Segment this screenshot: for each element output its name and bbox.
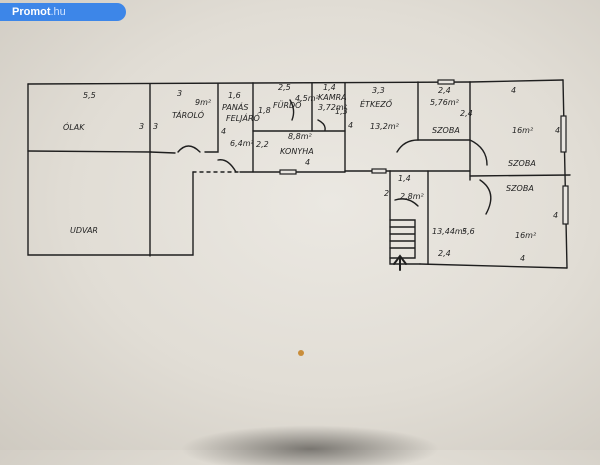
door-swing-furdo: [289, 99, 295, 121]
label-dim-14-top: 1,4: [323, 83, 336, 92]
label-area-16-top: 16m²: [512, 126, 534, 135]
label-etkezo: ÉTKEZŐ: [360, 98, 393, 109]
door-swing-konyha: [217, 159, 237, 173]
window-etk: [371, 168, 387, 174]
label-dim-18: 1,8: [258, 106, 271, 115]
label-area-88: 8,8m²: [288, 132, 313, 141]
label-area-1344: 13,44m²: [432, 227, 467, 236]
entrance-arrow: [393, 254, 407, 271]
wall-olak-udvar: [27, 150, 152, 153]
label-dim-3-a: 3: [139, 122, 144, 131]
label-area-28: 2,8m²: [400, 192, 425, 201]
wall-hall-left: [389, 170, 421, 265]
label-dim-3-top: 3: [177, 89, 182, 98]
wall-bottom-right: [419, 263, 568, 269]
label-area-132: 13,2m²: [370, 122, 400, 131]
label-dim-14-hall: 1,4: [398, 174, 411, 183]
label-panas: PANÁS: [222, 101, 248, 112]
label-dim-33: 3,3: [372, 86, 385, 95]
wall-outer-left: [27, 83, 194, 256]
label-furdo: FÜRDŐ: [273, 100, 302, 110]
label-area-16-bottom: 16m²: [515, 231, 537, 240]
door-swing-szoba: [469, 139, 488, 166]
label-area-64: 6,4m²: [230, 139, 255, 148]
label-dim-4-bottom: 4: [520, 254, 525, 263]
photo-shadow: [180, 425, 440, 465]
label-dim-24-bottom: 2,4: [438, 249, 451, 258]
label-dim-24-small: 2,4: [460, 109, 473, 118]
window-right-bottom: [562, 185, 569, 225]
door-swing-etk: [396, 139, 419, 153]
watermark-suffix: .hu: [50, 6, 66, 18]
label-dim-22: 2,2: [256, 140, 269, 149]
label-dim-4-kitchen: 4: [305, 158, 310, 167]
label-szoba-lower: SZOBA: [506, 184, 534, 193]
window-top: [437, 79, 455, 85]
wall-right-divider: [469, 174, 571, 177]
watermark-badge: Promot.hu: [0, 3, 126, 21]
label-area-372: 3,72m²: [318, 103, 348, 112]
label-dim-2: 2: [384, 189, 389, 198]
label-dim-13: 1,3: [335, 107, 348, 116]
label-dim-4-etk: 4: [348, 121, 353, 130]
wall-top-left: [27, 82, 254, 85]
wall-tarolo-right: [204, 83, 219, 153]
label-udvar: UDVAR: [70, 226, 98, 235]
label-kamra: KAMRA: [318, 93, 347, 102]
label-dim-56: 5,6: [462, 227, 475, 236]
door-swing-kamra: [317, 119, 326, 131]
wall-right-top: [469, 79, 564, 83]
door-swing-szoba2: [479, 179, 492, 215]
floor-plan-drawing: 5,5 3 1,6 2,5 1,4 3,3 2,4 4 ÓLAK 3 3 TÁR…: [27, 79, 571, 271]
paper-stain: [298, 350, 304, 356]
label-szoba-small: SZOBA: [432, 126, 460, 135]
label-konyha: KONYHA: [280, 147, 314, 156]
wall-top-mid: [252, 81, 471, 84]
window-right-top: [560, 115, 567, 153]
label-dim-4-left: 4: [221, 127, 226, 136]
window-kitchen: [279, 169, 297, 175]
wall-tarolo-bottom: [149, 151, 176, 154]
label-olak: ÓLAK: [63, 121, 85, 132]
label-szoba-upper: SZOBA: [508, 159, 536, 168]
photo-of-floor-plan: Promot.hu: [0, 3, 571, 465]
label-dim-25: 2,5: [278, 83, 291, 92]
label-dim-4-right-b: 4: [553, 211, 558, 220]
label-area-45: 4,5m²: [295, 94, 320, 103]
stairs: [389, 219, 416, 259]
label-dim-16: 1,6: [228, 91, 241, 100]
label-tarolo-area: 9m²: [195, 98, 212, 107]
door-swing-hall: [394, 198, 419, 207]
label-dim-4-top: 4: [511, 86, 516, 95]
door-swing-tarolo: [177, 145, 201, 153]
wall-right-outer: [562, 79, 568, 269]
label-area-576: 5,76m²: [430, 98, 460, 107]
watermark-brand: Promot: [12, 6, 51, 18]
label-dim-4-right: 4: [555, 126, 560, 135]
label-dim-24-top: 2,4: [438, 86, 451, 95]
label-dim-3-b: 3: [153, 122, 158, 131]
label-dim-55: 5,5: [83, 91, 96, 100]
label-tarolo: TÁROLÓ: [172, 109, 204, 120]
label-feljaro: FELJÁRÓ: [226, 112, 260, 123]
